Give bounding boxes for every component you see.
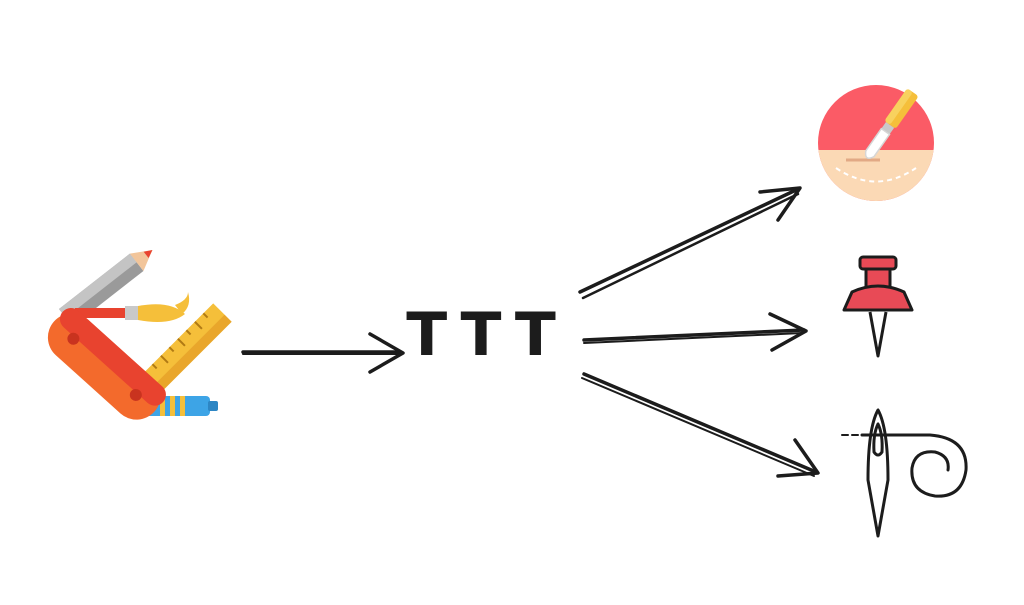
arrow-ttt-to-pushpin <box>582 312 808 352</box>
swiss-army-knife-icon <box>47 249 232 420</box>
arrow-source-to-ttt <box>241 332 405 374</box>
arrow-ttt-to-needle <box>581 372 820 478</box>
scalpel-surgery-icon <box>818 85 934 201</box>
arrow-ttt-to-scalpel <box>578 186 802 300</box>
center-label-ttt: TTT <box>406 300 568 370</box>
needle-thread-icon <box>841 408 968 538</box>
push-pin-icon <box>842 255 914 358</box>
